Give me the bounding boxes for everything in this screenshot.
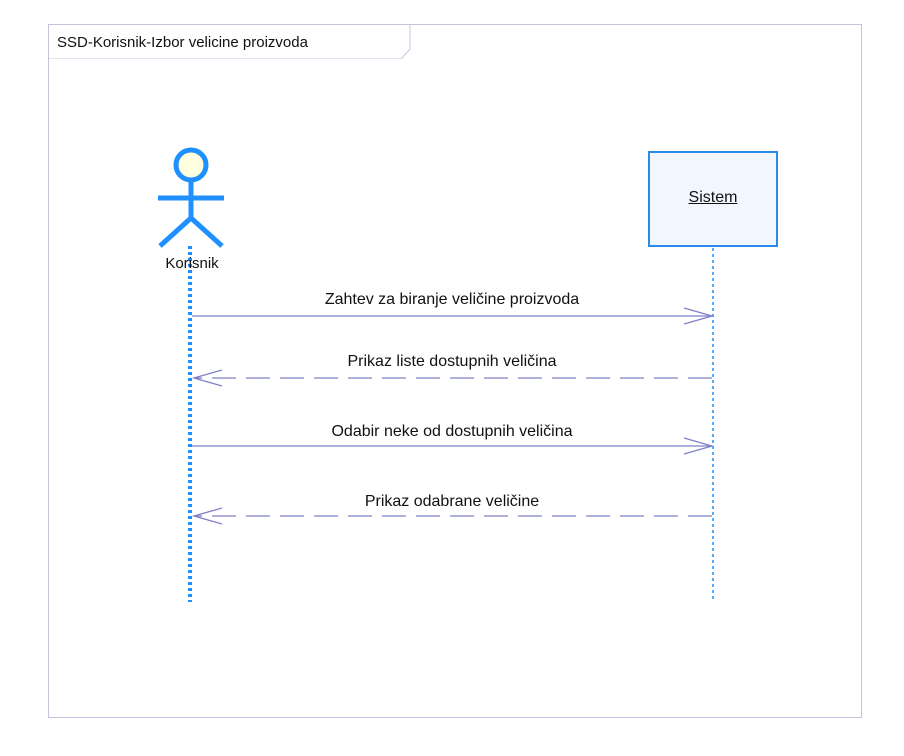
message-arrow-4 (191, 507, 712, 525)
actor-label: Korisnik (165, 255, 219, 272)
message-arrow-3 (192, 437, 715, 455)
message-arrow-1 (192, 307, 715, 325)
stick-figure-icon (158, 147, 224, 248)
system-object: Sistem (648, 151, 778, 247)
frame-title-tab: SSD-Korisnik-Izbor velicine proizvoda (49, 25, 411, 59)
system-label: Sistem (688, 189, 738, 206)
frame-tab-outline (49, 25, 411, 59)
message-label-2: Prikaz liste dostupnih veličina (347, 353, 557, 370)
message-label-1: Zahtev za biranje veličine proizvoda (324, 291, 580, 308)
message-label-3: Odabir neke od dostupnih veličina (331, 423, 573, 440)
message-arrow-2 (191, 369, 712, 387)
diagram-frame: SSD-Korisnik-Izbor velicine proizvoda (48, 24, 862, 718)
message-label-4: Prikaz odabrane veličine (364, 493, 540, 510)
frame-title: SSD-Korisnik-Izbor velicine proizvoda (57, 34, 308, 51)
